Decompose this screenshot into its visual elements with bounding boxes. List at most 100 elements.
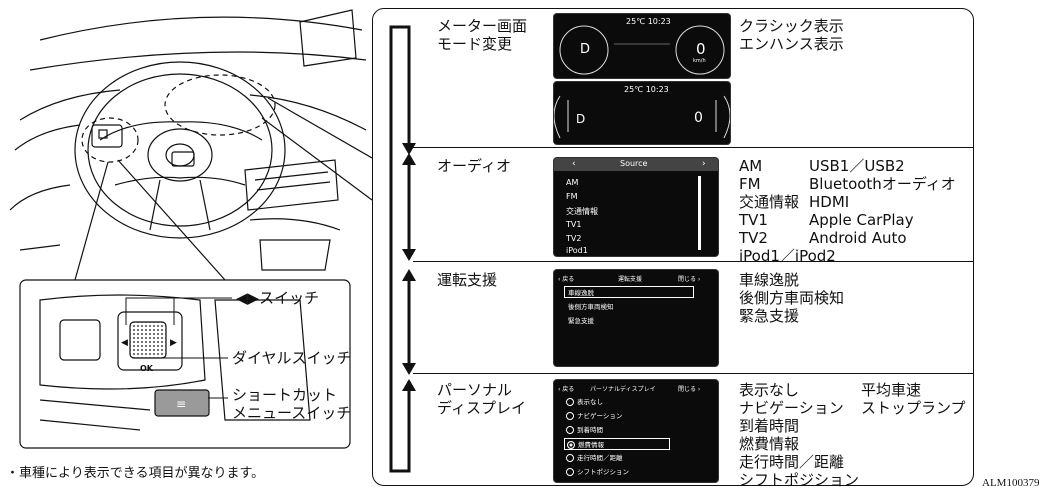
up-arrow-icon (402, 153, 416, 165)
personal-option: 平均車速 (861, 381, 922, 399)
dial-switch-label: ダイヤルスイッチ (232, 349, 352, 367)
radio-icon (567, 441, 575, 449)
svg-text:≡: ≡ (176, 397, 186, 411)
close-button: 閉じる › (678, 386, 701, 393)
svg-text:▶: ▶ (170, 338, 177, 348)
audio-prev-icon: ‹ (572, 159, 576, 169)
audio-option: Android Auto (809, 229, 907, 247)
driving-support-options: 車線逸脱 後側方車両検知 緊急支援 (739, 271, 844, 325)
option-classic: クラシック表示 (739, 17, 844, 35)
audio-option: AM (739, 157, 763, 175)
arrow-switch-label: ◀▶スイッチ (236, 289, 320, 307)
personal-option: 走行時間／距離 (739, 453, 845, 471)
back-button: ‹ 戻る (558, 386, 575, 393)
personal-display-list-item: 燃費情報 (564, 438, 670, 450)
dial-ok-label: OK (140, 364, 153, 373)
mode-driving-support: 運転支援 (437, 271, 497, 289)
radio-icon (566, 468, 574, 476)
back-button: ‹ 戻る (558, 276, 575, 283)
audio-option: Apple CarPlay (809, 211, 914, 229)
mode-cycle-arrows (389, 25, 416, 473)
personal-display-list-label: 到着時間 (577, 426, 603, 434)
audio-next-icon: › (702, 159, 706, 169)
radio-icon (566, 454, 574, 462)
audio-option: iPod1／iPod2 (739, 247, 836, 265)
mode-driving-support-line1: 運転支援 (437, 271, 498, 289)
personal-display-list-item: 表示なし (564, 396, 605, 406)
radio-icon (566, 426, 574, 434)
shortcut-menu-switch-label-2: メニュースイッチ (232, 404, 352, 422)
support-list-item: 車線逸脱 (568, 289, 594, 297)
personal-display-list-label: ナビゲーション (577, 412, 623, 420)
mode-personal-line1: パーソナル (437, 381, 513, 399)
audio-option: TV2 (739, 229, 768, 247)
personal-display-list-item: ナビゲーション (564, 410, 624, 420)
support-option: 緊急支援 (739, 307, 800, 325)
audio-list-item: 交通情報 (566, 207, 598, 216)
personal-option: 燃費情報 (739, 435, 800, 453)
steering-wheel-illustration: ◀ ▶ ≡ (9, 9, 372, 449)
support-list-item: 後側方車両検知 (568, 303, 614, 311)
audio-option: HDMI (809, 193, 850, 211)
audio-option: Bluetoothオーディオ (809, 175, 956, 193)
driving-support-screen: ‹ 戻る 運転支援 閉じる › 車線逸脱 後側方車両検知 緊急支援 (553, 269, 719, 367)
personal-option: ナビゲーション (739, 399, 844, 417)
audio-list-item: iPod1 (566, 246, 588, 255)
meter-speed-unit: km/h (693, 58, 706, 64)
footnote: ・車種により表示できる項目が異なります。 (6, 466, 265, 481)
personal-display-list-label: シフトポジション (577, 468, 629, 476)
personal-display-list-label: 走行時間／距離 (577, 454, 623, 462)
personal-display-list-item: シフトポジション (564, 466, 631, 476)
audio-list-item: AM (566, 178, 579, 187)
meter-speed: 0 (696, 40, 706, 58)
close-button: 閉じる › (678, 276, 701, 283)
personal-option: 表示なし (739, 381, 800, 399)
personal-display-options: 表示なし ナビゲーション 到着時間 燃費情報 走行時間／距離 シフトポジション … (739, 381, 966, 489)
option-enhanced: エンハンス表示 (739, 35, 844, 53)
screen-title: パーソナルディスプレイ (590, 386, 656, 393)
radio-icon (566, 398, 574, 406)
mode-meter-line2: モード変更 (437, 35, 513, 53)
audio-option: 交通情報 (739, 193, 800, 211)
mode-audio: オーディオ (437, 157, 511, 175)
audio-option: USB1／USB2 (809, 157, 905, 175)
support-list-item: 緊急支援 (568, 317, 594, 325)
figure-code: ALM100379 (982, 477, 1040, 489)
personal-display-list-label: 表示なし (577, 398, 603, 406)
meter-enhanced-screen: 25℃ 10:23 D 0 (553, 81, 731, 145)
audio-options: AM FM 交通情報 TV1 TV2 iPod1／iPod2 USB1／USB2… (739, 157, 956, 265)
down-arrow-icon (402, 143, 416, 155)
personal-display-list-item: 走行時間／距離 (564, 452, 625, 462)
mode-personal-line2: ディスプレイ (437, 399, 526, 417)
personal-option: ストップランプ (861, 399, 966, 417)
audio-list-item: TV2 (566, 234, 582, 243)
radio-icon (566, 412, 574, 420)
audio-option: FM (739, 175, 761, 193)
audio-source-screen: ‹ Source › AM FM 交通情報 TV1 TV2 iPod1 (553, 157, 719, 257)
screen-title: 運転支援 (618, 276, 643, 283)
personal-display-screen: ‹ 戻る パーソナルディスプレイ 閉じる › 表示なしナビゲーション到着時間燃費… (553, 379, 719, 483)
personal-display-list-label: 燃費情報 (578, 441, 604, 449)
mode-audio-line1: オーディオ (437, 157, 511, 175)
mode-panel: メーター画面 モード変更 25℃ 10:23 D 0 km/h 25℃ 10:2… (372, 8, 974, 489)
meter2-gear: D (576, 112, 586, 126)
meter-classic-screen: 25℃ 10:23 D 0 km/h (553, 13, 731, 79)
mode-meter-line1: メーター画面 (437, 17, 528, 35)
meter-top-text: 25℃ 10:23 (626, 17, 671, 26)
audio-list-item: TV1 (566, 220, 582, 229)
meter2-top-text: 25℃ 10:23 (624, 85, 669, 94)
personal-option: 到着時間 (739, 417, 800, 435)
personal-display-list-item: 到着時間 (564, 424, 605, 434)
audio-list-item: FM (566, 192, 578, 201)
mode-meter: メーター画面 モード変更 (437, 17, 527, 53)
mode-personal-display: パーソナル ディスプレイ (437, 381, 526, 417)
meter2-speed: 0 (694, 110, 703, 126)
support-option: 後側方車両検知 (739, 289, 845, 307)
audio-option: TV1 (739, 211, 768, 229)
meter-options: クラシック表示 エンハンス表示 (739, 17, 844, 53)
audio-header-title: Source (620, 159, 648, 168)
svg-text:◀: ◀ (121, 338, 128, 348)
support-option: 車線逸脱 (739, 271, 800, 289)
shortcut-menu-switch-label-1: ショートカット (232, 386, 338, 404)
personal-option: シフトポジション (739, 471, 860, 489)
